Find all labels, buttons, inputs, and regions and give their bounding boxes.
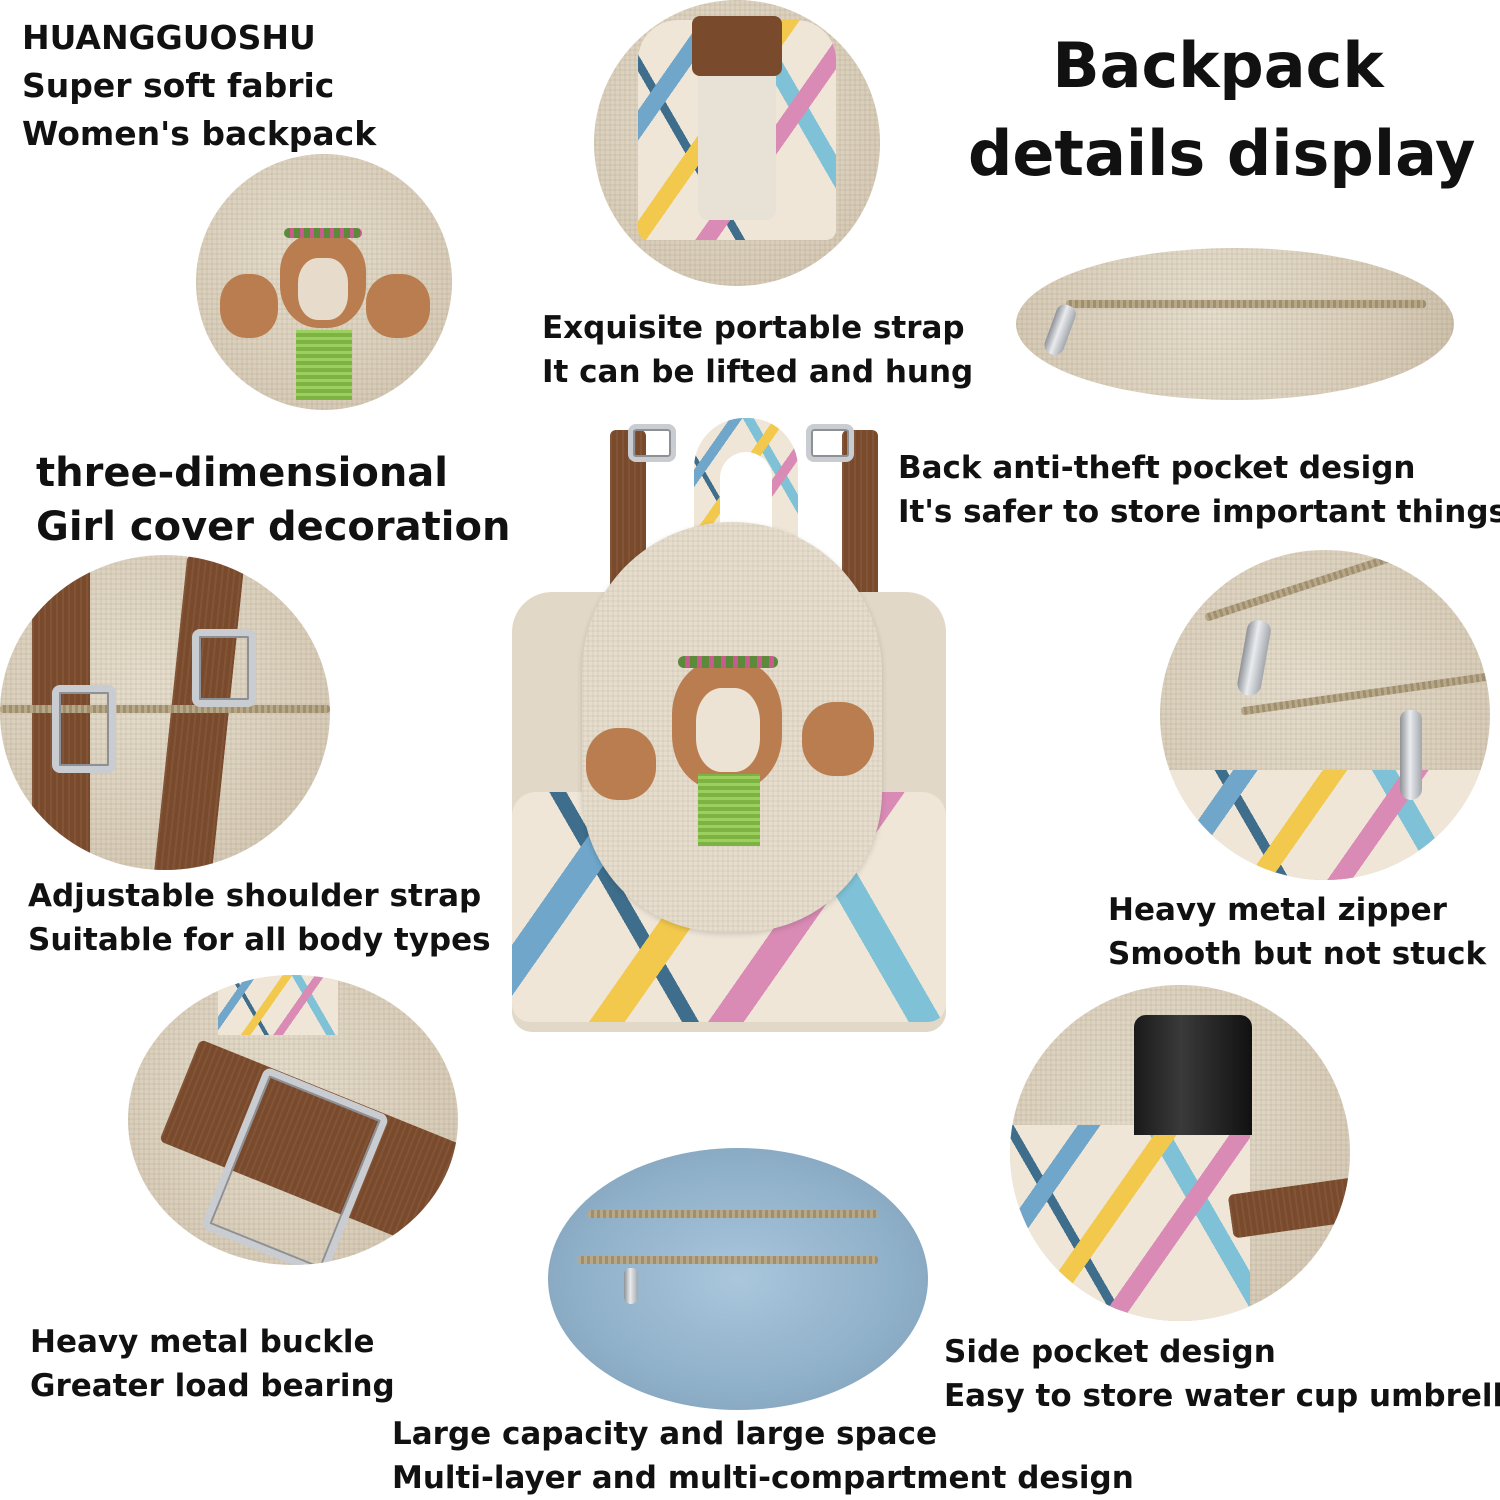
caption-zipper-line2: Smooth but not stuck (1108, 936, 1487, 972)
backpack-girl-hair-left-image (586, 728, 656, 800)
title-line1: Backpack (1052, 29, 1384, 102)
photo-girl-decoration (196, 154, 452, 410)
caption-shoulder-line1: Adjustable shoulder strap (28, 878, 482, 914)
girl-face-image (298, 258, 348, 320)
caption-strap-line2: It can be lifted and hung (542, 354, 974, 390)
zipper-puller-1-icon (1235, 618, 1273, 698)
caption-capacity-line1: Large capacity and large space (392, 1416, 937, 1452)
caption-buckle-line1: Heavy metal buckle (30, 1324, 375, 1360)
zipper-track-lower (1240, 672, 1490, 716)
zipper-puller-2-icon (1400, 710, 1422, 800)
photo-antitheft-pocket (1016, 248, 1454, 400)
caption-girl-line2: Girl cover decoration (36, 504, 511, 550)
backpack-girl-hair-right-image (802, 702, 874, 776)
photo-metal-zipper (1160, 550, 1490, 880)
backpack-strap-buckle-right-icon (806, 424, 854, 462)
caption-zipper: Heavy metal zipper Smooth but not stuck (1108, 888, 1486, 976)
backpack-strap-buckle-left-icon (628, 424, 676, 462)
interior-zipper-upper (588, 1210, 878, 1218)
caption-girl-line1: three-dimensional (36, 450, 448, 496)
caption-side: Side pocket design Easy to store water c… (944, 1330, 1500, 1418)
water-cup-image (1134, 1015, 1252, 1135)
backpack-girl-wreath-image (678, 656, 778, 668)
handle-top-image (692, 16, 782, 76)
girl-dress-image (296, 330, 352, 400)
zipper-track-upper (1204, 550, 1416, 622)
photo-carry-handle (594, 0, 880, 286)
photo-shoulder-strap (0, 555, 330, 870)
title-line2: details display (968, 117, 1476, 190)
caption-capacity-line2: Multi-layer and multi-compartment design (392, 1460, 1134, 1496)
caption-zipper-line1: Heavy metal zipper (1108, 892, 1447, 928)
brand-line2: Super soft fabric (22, 66, 335, 105)
caption-antitheft-line1: Back anti-theft pocket design (898, 450, 1416, 486)
caption-buckle-line2: Greater load bearing (30, 1368, 395, 1404)
pocket-zipper-track (1066, 300, 1426, 308)
caption-shoulder-line2: Suitable for all body types (28, 922, 491, 958)
brand-name: HUANGGUOSHU (22, 18, 316, 57)
caption-strap: Exquisite portable strap It can be lifte… (542, 306, 973, 394)
pocket-zipper-puller-icon (1041, 302, 1079, 358)
left-strap-buckle-icon (52, 685, 116, 773)
caption-shoulder: Adjustable shoulder strap Suitable for a… (28, 874, 491, 962)
photo-side-pocket (1010, 985, 1350, 1321)
backpack-main-image (512, 412, 946, 1032)
buckle-fabric-print-image (218, 975, 338, 1035)
girl-hair-right-image (366, 274, 430, 338)
side-pocket-print-image (1010, 1125, 1250, 1321)
photo-interior (548, 1148, 928, 1410)
brand-text: HUANGGUOSHU Super soft fabric Women's ba… (22, 14, 376, 158)
photo-metal-buckle (128, 975, 458, 1265)
girl-hair-left-image (220, 274, 278, 338)
caption-girl: three-dimensional Girl cover decoration (36, 446, 510, 554)
strap-zipper-track (0, 705, 330, 713)
caption-antitheft: Back anti-theft pocket design It's safer… (898, 446, 1500, 534)
caption-strap-line1: Exquisite portable strap (542, 310, 965, 346)
caption-capacity: Large capacity and large space Multi-lay… (392, 1412, 1134, 1500)
backpack-girl-dress-image (698, 774, 760, 846)
interior-zipper-lower (578, 1256, 878, 1264)
right-strap-buckle-icon (192, 629, 256, 707)
interior-zipper-puller-icon (624, 1268, 638, 1304)
caption-side-line2: Easy to store water cup umbrella (944, 1378, 1500, 1414)
caption-antitheft-line2: It's safer to store important things (898, 494, 1500, 530)
caption-buckle: Heavy metal buckle Greater load bearing (30, 1320, 395, 1408)
zipper-fabric-print-image (1160, 770, 1490, 880)
brand-line3: Women's backpack (22, 114, 377, 153)
girl-wreath-image (284, 228, 362, 238)
caption-side-line1: Side pocket design (944, 1334, 1276, 1370)
backpack-girl-face-image (696, 688, 760, 772)
page-title: Backpack details display (968, 22, 1476, 198)
